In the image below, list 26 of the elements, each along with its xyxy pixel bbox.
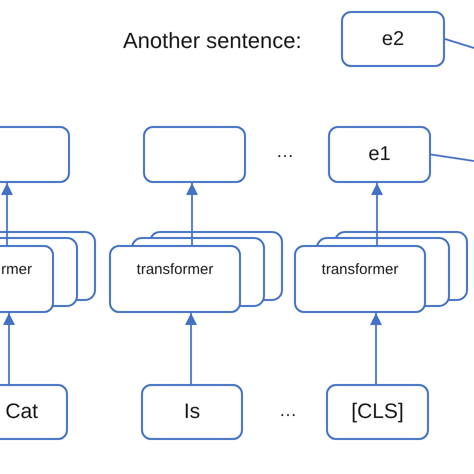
connector-line — [444, 38, 474, 49]
arrow — [185, 313, 197, 384]
transformer-box — [109, 245, 241, 313]
sentence-label: Another sentence: — [123, 28, 302, 54]
box-text: e1 — [368, 143, 391, 166]
box-text: rmer — [1, 261, 32, 278]
rounded-box — [141, 384, 243, 440]
box-text: e2 — [382, 28, 404, 50]
ellipsis-label: … — [276, 141, 294, 162]
box-text: Cat — [5, 400, 38, 424]
box-text: Is — [184, 400, 200, 424]
arrow — [186, 183, 198, 245]
transformer-box — [294, 245, 426, 313]
empty-box — [143, 126, 246, 183]
box-text: transformer — [136, 261, 214, 278]
arrow — [370, 313, 382, 384]
arrow — [3, 313, 15, 384]
box-text: transformer — [322, 261, 398, 278]
arrow — [1, 183, 13, 245]
box-text: [CLS] — [351, 400, 404, 424]
arrow — [371, 183, 383, 245]
rounded-box — [328, 126, 431, 183]
connector-line — [430, 154, 474, 162]
ellipsis-label: … — [279, 400, 297, 421]
rounded-box — [326, 384, 429, 440]
rounded-box — [341, 11, 445, 67]
